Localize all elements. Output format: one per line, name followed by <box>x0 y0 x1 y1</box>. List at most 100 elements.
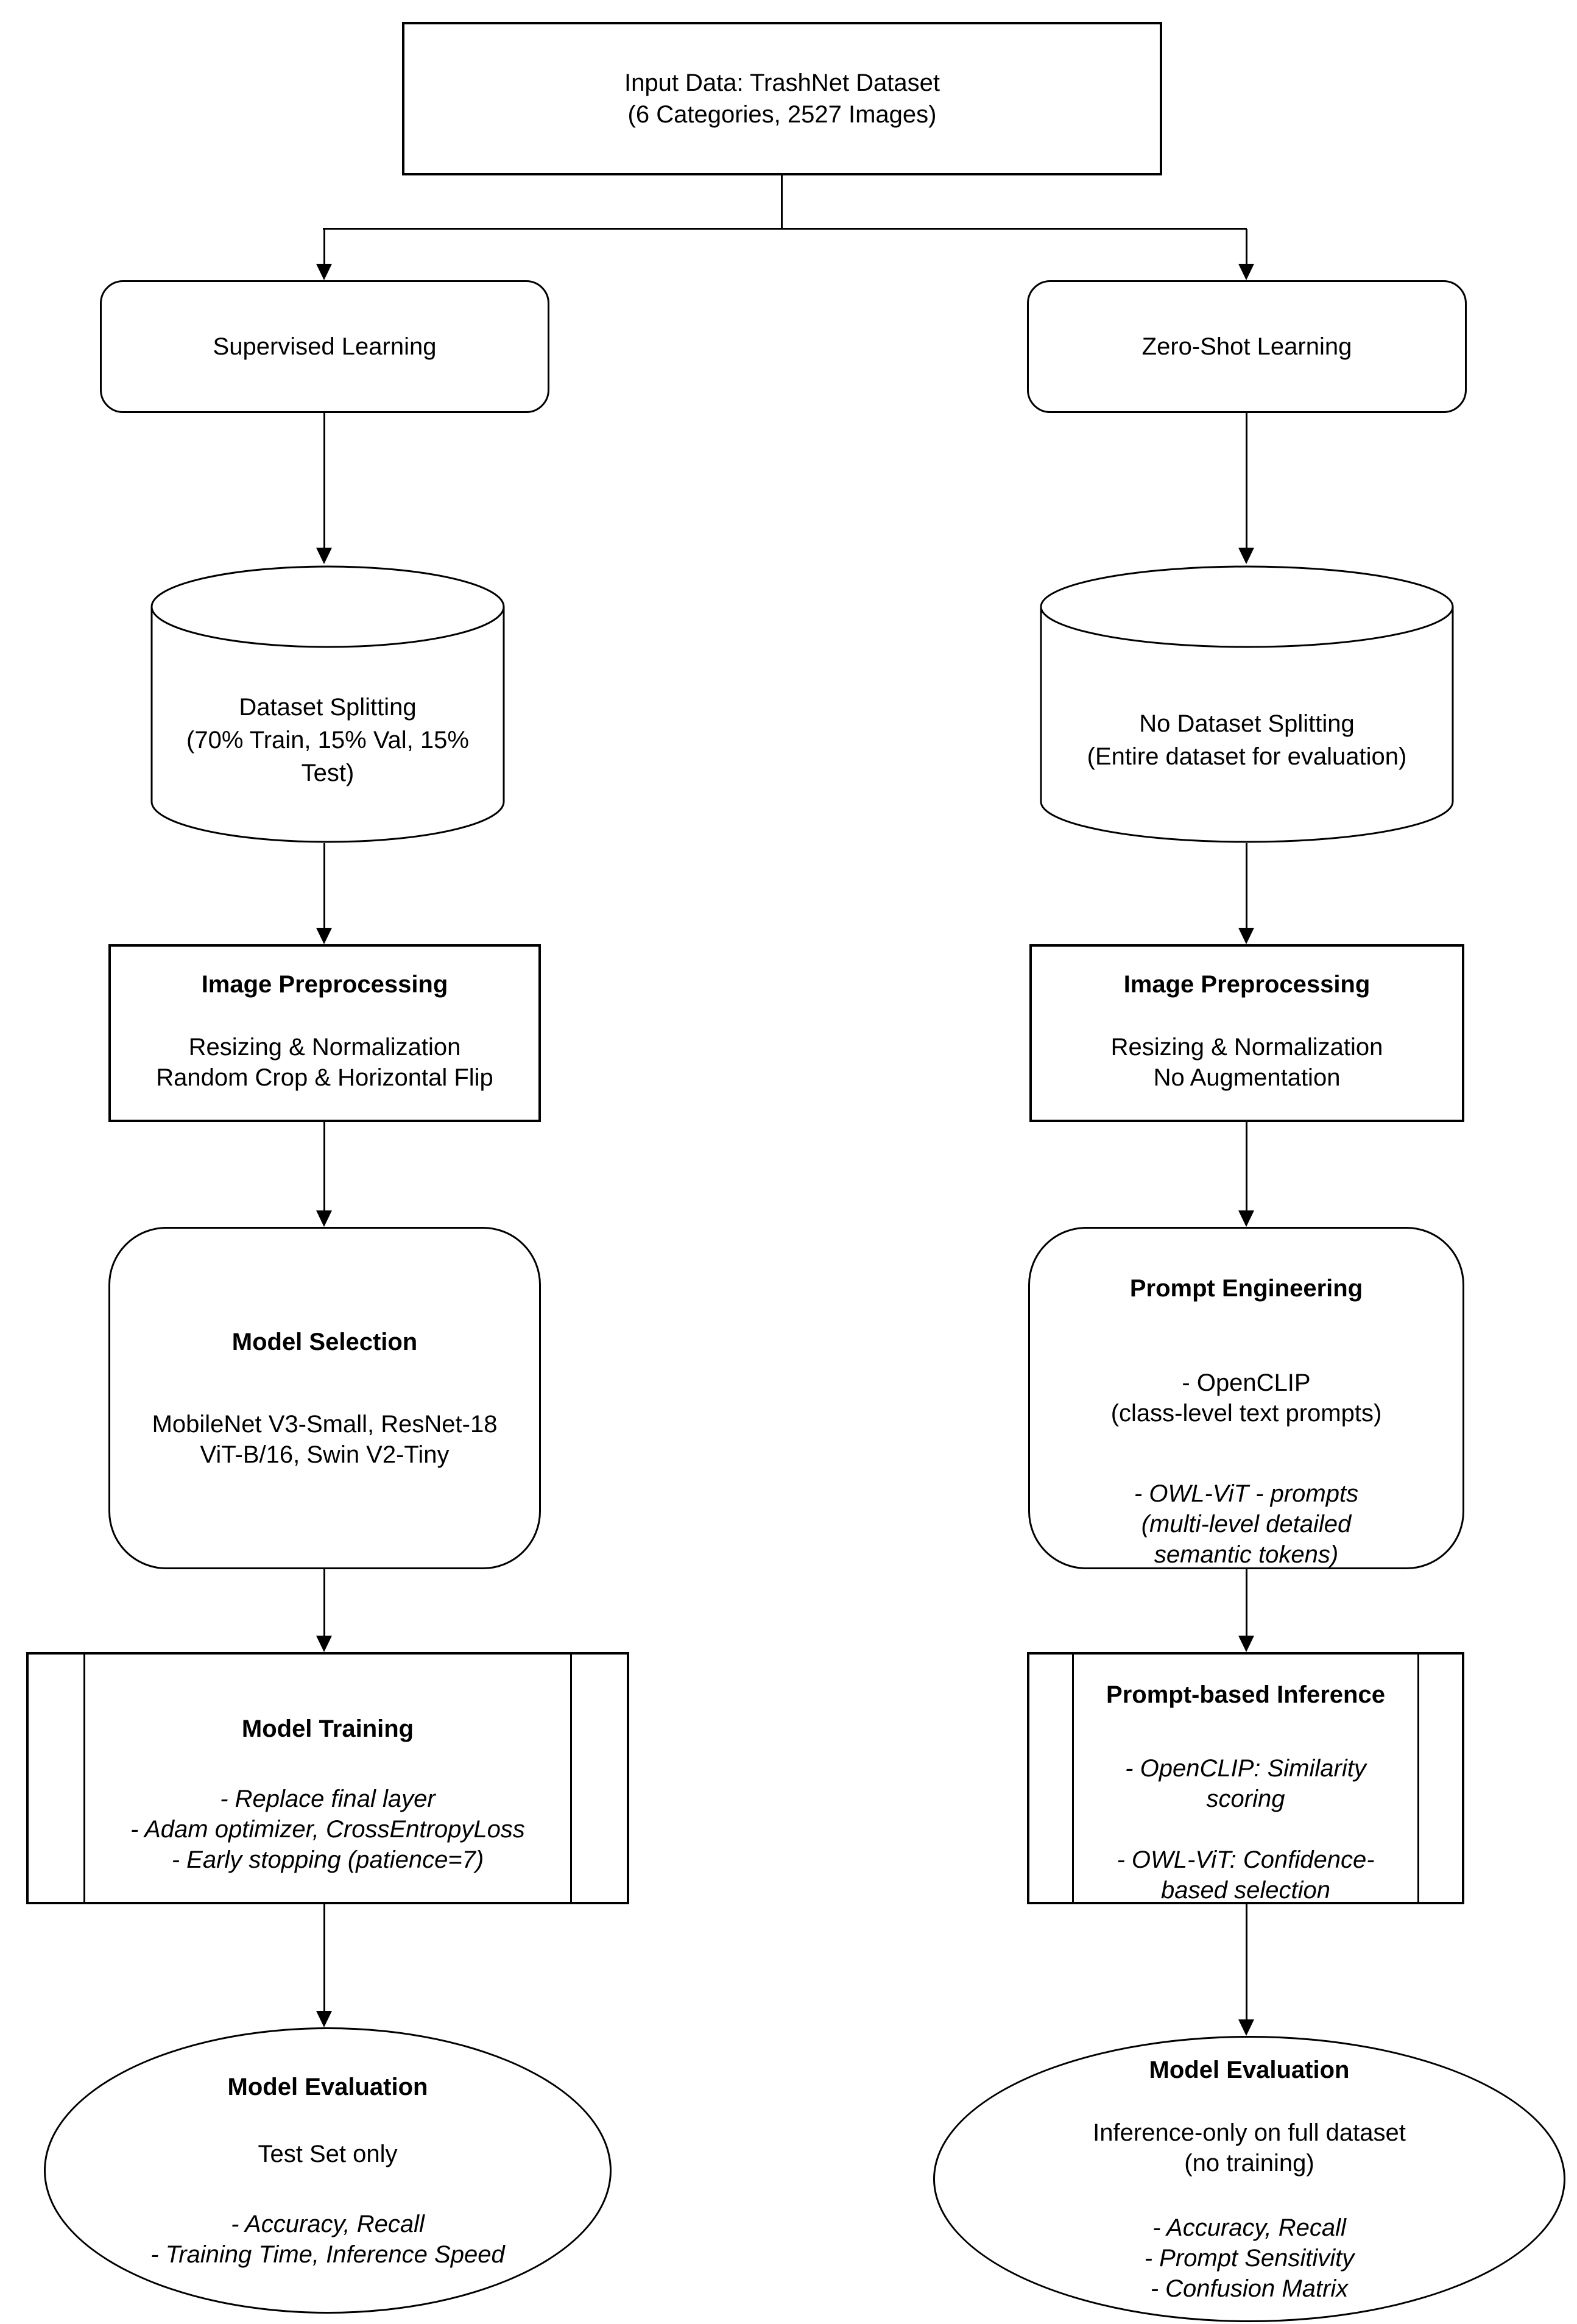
arrow-to-supervised <box>314 229 334 280</box>
prompt-engineering-line4: (multi-level detailed <box>1141 1511 1352 1538</box>
evaluation-right-subtitle1: Inference-only on full dataset <box>1093 2119 1406 2146</box>
evaluation-right-title: Model Evaluation <box>1149 2057 1350 2083</box>
no-splitting-line2: (Entire dataset for evaluation) <box>1087 743 1407 770</box>
evaluation-right-line1: - Accuracy, Recall <box>1152 2214 1346 2241</box>
arrow-head-icon <box>1238 1210 1254 1227</box>
image-preprocessing-right-node: Image Preprocessing Resizing & Normaliza… <box>1029 944 1464 1122</box>
image-preprocessing-left-node: Image Preprocessing Resizing & Normaliza… <box>108 944 541 1122</box>
process-bar-right <box>1417 1655 1419 1902</box>
model-evaluation-left-node: Model Evaluation Test Set only - Accurac… <box>44 2027 612 2314</box>
connector-split-bar <box>323 228 1247 230</box>
evaluation-right-subtitle2: (no training) <box>1184 2150 1314 2177</box>
arrow-shaft <box>323 1904 325 2011</box>
arrow-left-5 <box>314 1904 334 2027</box>
arrow-head-icon <box>1238 2019 1254 2036</box>
arrow-shaft <box>323 843 325 928</box>
arrow-left-2 <box>314 843 334 944</box>
preprocessing-right-line2: No Augmentation <box>1153 1064 1341 1091</box>
supervised-branch-node: Supervised Learning <box>100 280 549 413</box>
arrow-head-icon <box>316 548 332 564</box>
arrow-head-icon <box>1238 264 1254 280</box>
arrow-right-2 <box>1237 843 1256 944</box>
preprocessing-left-title: Image Preprocessing <box>201 971 448 998</box>
arrow-head-icon <box>316 928 332 944</box>
model-training-line3: - Early stopping (patience=7) <box>171 1846 484 1873</box>
model-selection-line1: MobileNet V3-Small, ResNet-18 <box>152 1411 498 1438</box>
arrow-head-icon <box>1238 548 1254 564</box>
arrow-right-4 <box>1237 1569 1256 1652</box>
arrow-head-icon <box>1238 1636 1254 1652</box>
preprocessing-right-title: Image Preprocessing <box>1123 971 1371 998</box>
model-training-line1: - Replace final layer <box>220 1785 436 1812</box>
model-training-title: Model Training <box>241 1715 414 1742</box>
arrow-shaft <box>1245 229 1247 264</box>
model-evaluation-right-node: Model Evaluation Inference-only on full … <box>933 2036 1565 2322</box>
cylinder-shape <box>1040 565 1454 843</box>
evaluation-left-line1: - Accuracy, Recall <box>231 2211 425 2237</box>
prompt-engineering-title: Prompt Engineering <box>1129 1275 1363 1302</box>
arrow-head-icon <box>316 264 332 280</box>
dataset-splitting-line3: Test) <box>301 760 355 786</box>
arrow-head-icon <box>316 1210 332 1227</box>
arrow-shaft <box>1245 413 1247 548</box>
prompt-inference-line3: - OWL-ViT: Confidence- <box>1117 1846 1375 1873</box>
arrow-right-1 <box>1237 413 1256 564</box>
arrow-left-4 <box>314 1569 334 1652</box>
arrow-head-icon <box>316 1636 332 1652</box>
arrow-head-icon <box>316 2011 332 2027</box>
dataset-splitting-line1: Dataset Splitting <box>239 694 417 721</box>
model-training-line2: - Adam optimizer, CrossEntropyLoss <box>130 1816 525 1843</box>
arrow-right-5 <box>1237 1904 1256 2036</box>
model-training-node: Model Training - Replace final layer - A… <box>26 1652 629 1904</box>
prompt-inference-node: Prompt-based Inference - OpenCLIP: Simil… <box>1027 1652 1464 1904</box>
preprocessing-right-line1: Resizing & Normalization <box>1110 1034 1383 1061</box>
process-bar-left <box>83 1655 85 1902</box>
process-bar-right <box>570 1655 572 1902</box>
connector-root-stem <box>781 175 783 229</box>
arrow-right-3 <box>1237 1122 1256 1227</box>
arrow-shaft <box>323 1122 325 1210</box>
model-selection-node: Model Selection MobileNet V3-Small, ResN… <box>108 1227 541 1569</box>
cylinder-text: No Dataset Splitting (Entire dataset for… <box>1049 655 1445 825</box>
input-data-line1: Input Data: TrashNet Dataset <box>624 69 940 96</box>
arrow-shaft <box>1245 1569 1247 1636</box>
process-bar-left <box>1072 1655 1074 1902</box>
zeroshot-branch-label: Zero-Shot Learning <box>1141 333 1352 360</box>
prompt-engineering-line5: semantic tokens) <box>1154 1541 1339 1568</box>
input-data-line2: (6 Categories, 2527 Images) <box>627 101 937 128</box>
no-dataset-splitting-cylinder: No Dataset Splitting (Entire dataset for… <box>1039 564 1455 843</box>
prompt-inference-line2: scoring <box>1206 1785 1285 1812</box>
arrow-left-3 <box>314 1122 334 1227</box>
preprocessing-left-line2: Random Crop & Horizontal Flip <box>156 1064 493 1091</box>
zeroshot-branch-node: Zero-Shot Learning <box>1027 280 1467 413</box>
evaluation-left-subtitle: Test Set only <box>258 2141 398 2167</box>
prompt-engineering-line3: - OWL-ViT - prompts <box>1134 1480 1359 1507</box>
supervised-branch-label: Supervised Learning <box>213 333 437 360</box>
dataset-splitting-line2: (70% Train, 15% Val, 15% <box>186 727 469 754</box>
input-data-node: Input Data: TrashNet Dataset (6 Categori… <box>402 22 1162 175</box>
arrow-left-1 <box>314 413 334 564</box>
evaluation-right-line3: - Confusion Matrix <box>1150 2275 1349 2302</box>
evaluation-right-line2: - Prompt Sensitivity <box>1144 2245 1355 2272</box>
dataset-splitting-cylinder: Dataset Splitting (70% Train, 15% Val, 1… <box>150 564 506 843</box>
arrow-head-icon <box>1238 928 1254 944</box>
arrow-shaft <box>1245 1904 1247 2019</box>
prompt-engineering-line1: - OpenCLIP <box>1182 1369 1311 1396</box>
arrow-to-zeroshot <box>1237 229 1256 280</box>
arrow-shaft <box>323 1569 325 1636</box>
model-selection-title: Model Selection <box>231 1329 418 1355</box>
evaluation-left-line2: - Training Time, Inference Speed <box>150 2241 505 2268</box>
cylinder-text: Dataset Splitting (70% Train, 15% Val, 1… <box>160 655 496 825</box>
prompt-inference-line4: based selection <box>1161 1877 1330 1904</box>
arrow-shaft <box>1245 843 1247 928</box>
arrow-shaft <box>323 413 325 548</box>
no-splitting-line1: No Dataset Splitting <box>1139 710 1355 737</box>
model-selection-line2: ViT-B/16, Swin V2-Tiny <box>200 1441 450 1468</box>
prompt-inference-line1: - OpenCLIP: Similarity <box>1125 1755 1366 1782</box>
evaluation-left-title: Model Evaluation <box>227 2074 428 2100</box>
arrow-shaft <box>1245 1122 1247 1210</box>
prompt-engineering-line2: (class-level text prompts) <box>1110 1400 1382 1427</box>
prompt-inference-title: Prompt-based Inference <box>1106 1681 1385 1708</box>
arrow-shaft <box>323 229 325 264</box>
